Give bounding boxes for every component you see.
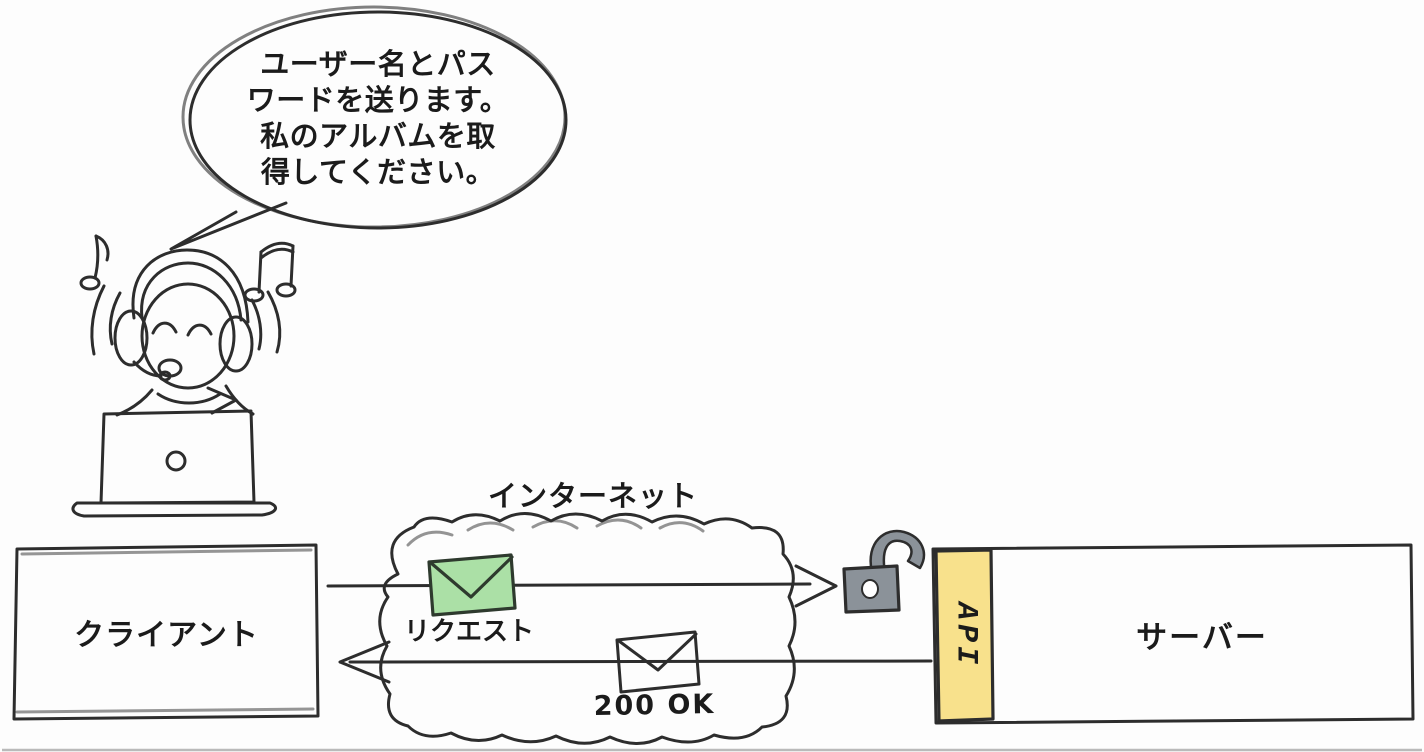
speech-line: ユーザー名とパス [260,47,496,81]
api-strip-label: API [948,601,983,668]
speech-bubble-outline-second-pass [181,5,567,229]
music-note-icon [79,234,110,291]
sound-wave-lines [90,284,282,356]
green-envelope-icon [427,553,517,617]
speech-line: ワードを送ります。 [246,83,510,117]
left-eye [151,321,178,335]
open-padlock-icon [842,529,926,614]
client-box [12,543,320,721]
client-box-second-pass [15,548,315,714]
server-box [931,543,1415,725]
request-arrowhead [794,564,838,608]
speech-line: 私のアルバムを取 [260,119,496,153]
request-label: リクエスト [403,617,534,647]
client-label: クライアント [74,618,259,653]
mouth [157,358,183,378]
headphones-icon [113,248,254,382]
face [140,282,236,390]
envelope-flap [429,555,514,599]
person-with-headphones-icon [71,234,297,518]
speech-bubble-text: ユーザー名とパス ワードを送ります。 私のアルバムを取 得してください。 [228,46,528,190]
internet-label: インターネット [487,479,698,513]
response-arrow-line [348,659,933,664]
request-arrow [326,564,838,608]
envelope-flap [617,632,698,672]
padlock-shackle [869,529,926,575]
envelope-body [427,553,517,617]
cloud-second-pass [406,518,705,547]
response-status-label: 200 OK [593,688,716,723]
music-note-icon [243,241,297,303]
internet-cloud [378,512,797,745]
client-box-outline [12,543,320,721]
server-box-outline [931,543,1415,725]
server-label: サーバー [1136,619,1268,656]
api-strip [934,548,995,723]
speech-line: 得してください。 [260,155,496,189]
speech-bubble-tail [169,201,288,251]
white-envelope-icon [615,630,701,694]
response-arrowhead [338,640,391,684]
right-eye [186,323,213,337]
laptop-icon [71,409,278,518]
envelope-body [615,630,701,694]
request-arrow-line [326,582,812,588]
response-arrow [338,640,933,684]
laptop-logo [165,450,187,472]
speech-bubble [169,5,568,251]
padlock-keyhole [861,579,879,599]
